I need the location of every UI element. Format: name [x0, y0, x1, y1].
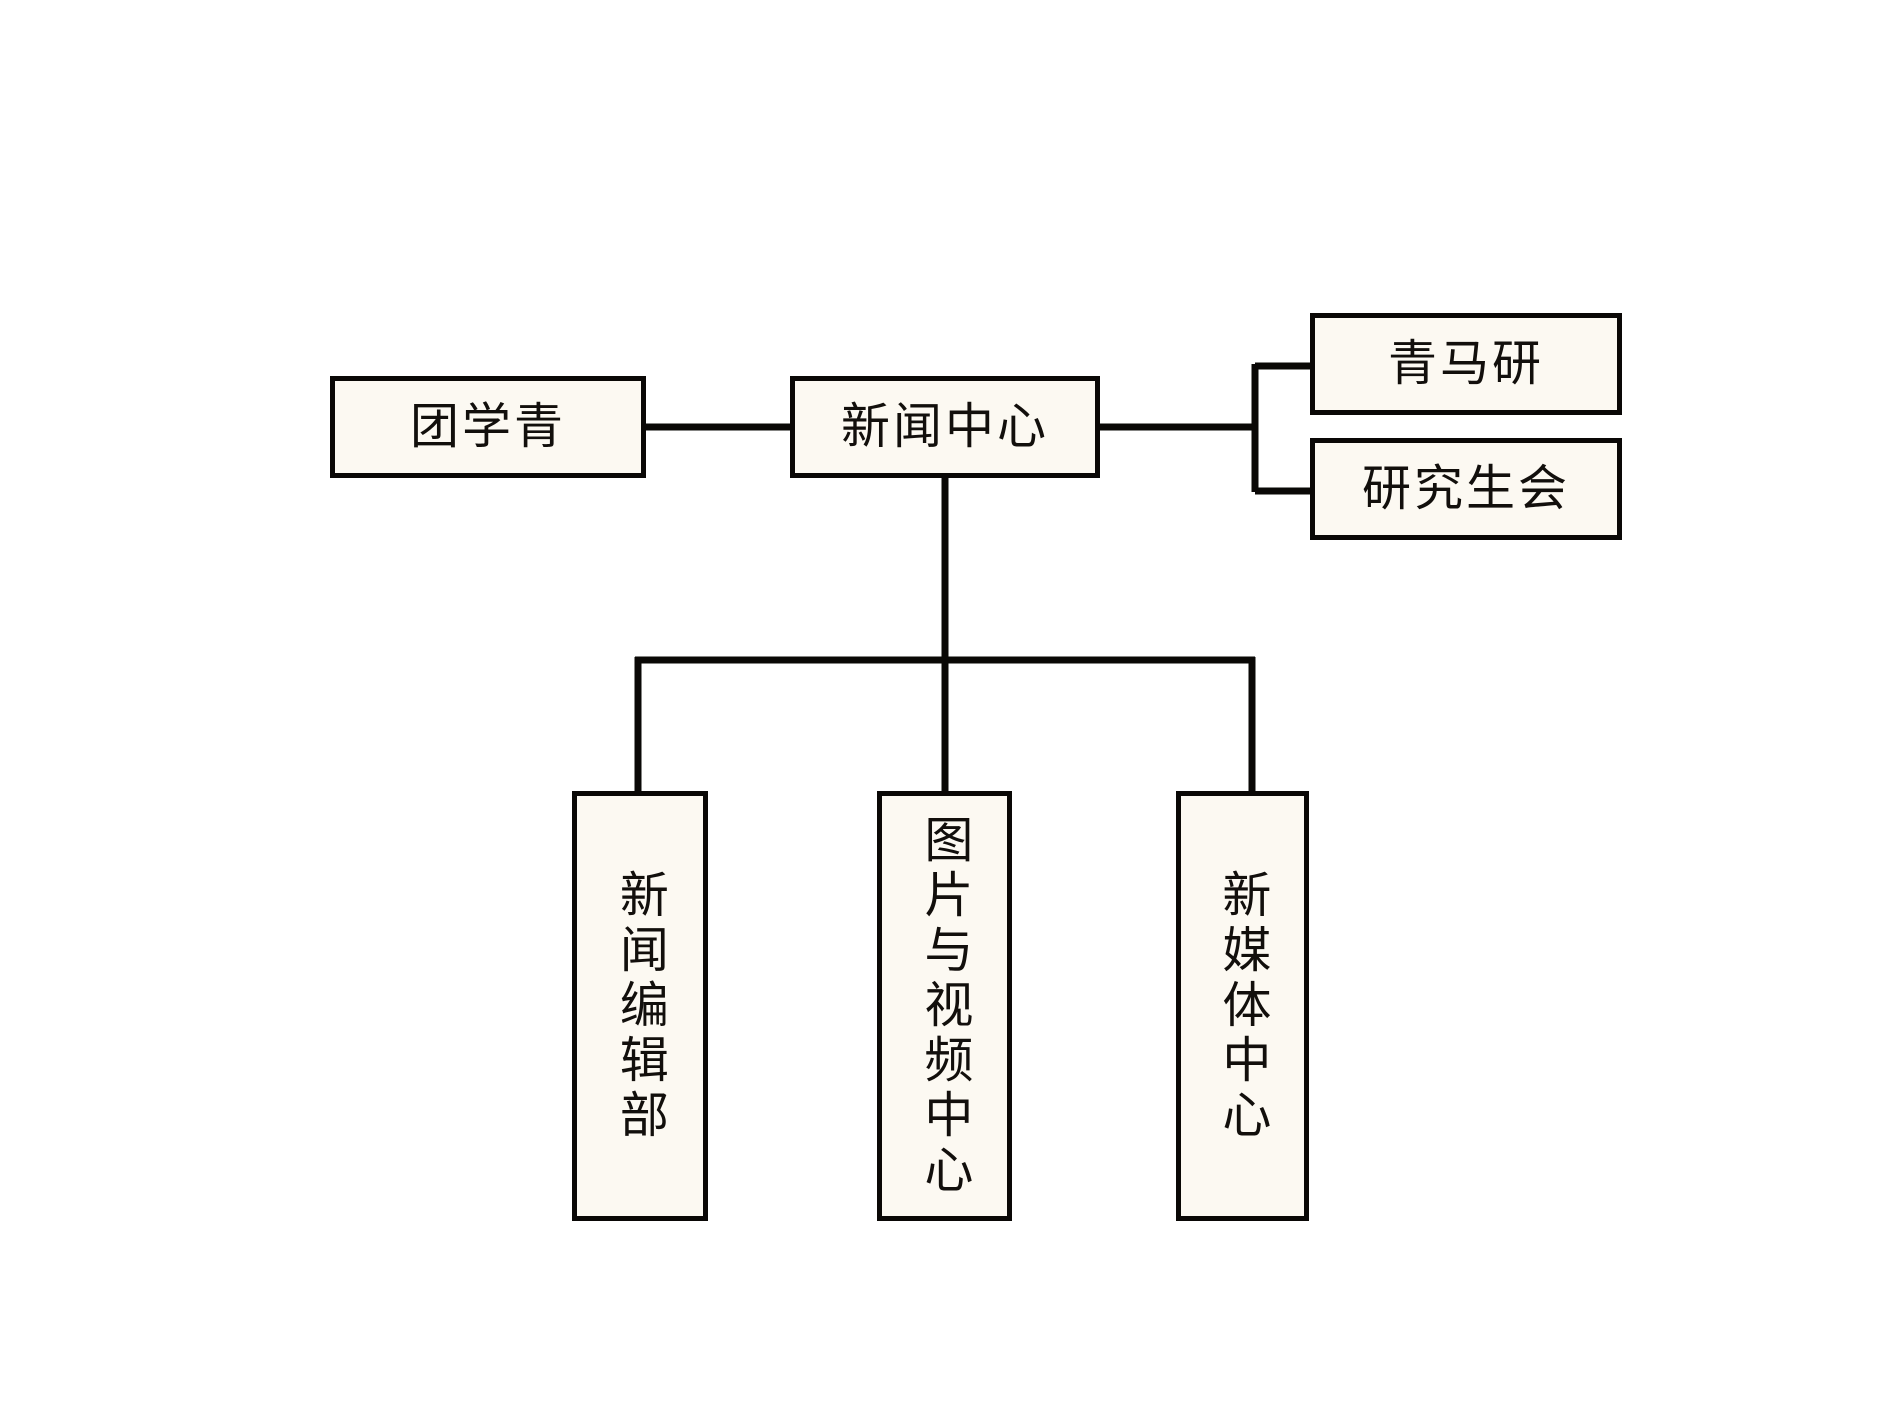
node-tuan-xue-qing[interactable]: 团学青: [330, 376, 646, 478]
node-photo-video-center[interactable]: 图片与视频中心: [877, 791, 1012, 1221]
node-label-news-center: 新闻中心: [840, 398, 1049, 456]
node-qing-ma-yan[interactable]: 青马研: [1310, 313, 1622, 415]
node-label-photo-video-center: 图片与视频中心: [916, 814, 974, 1199]
node-news-editorial-dept[interactable]: 新闻编辑部: [572, 791, 708, 1221]
node-label-new-media-center: 新媒体中心: [1214, 868, 1272, 1144]
node-news-center[interactable]: 新闻中心: [790, 376, 1100, 478]
node-label-qing-ma-yan: 青马研: [1387, 335, 1544, 393]
node-label-tuan-xue-qing: 团学青: [409, 398, 566, 456]
node-new-media-center[interactable]: 新媒体中心: [1176, 791, 1309, 1221]
node-label-news-editorial-dept: 新闻编辑部: [611, 868, 669, 1144]
node-label-yan-jiu-sheng-hui: 研究生会: [1361, 460, 1570, 518]
node-yan-jiu-sheng-hui[interactable]: 研究生会: [1310, 438, 1622, 540]
